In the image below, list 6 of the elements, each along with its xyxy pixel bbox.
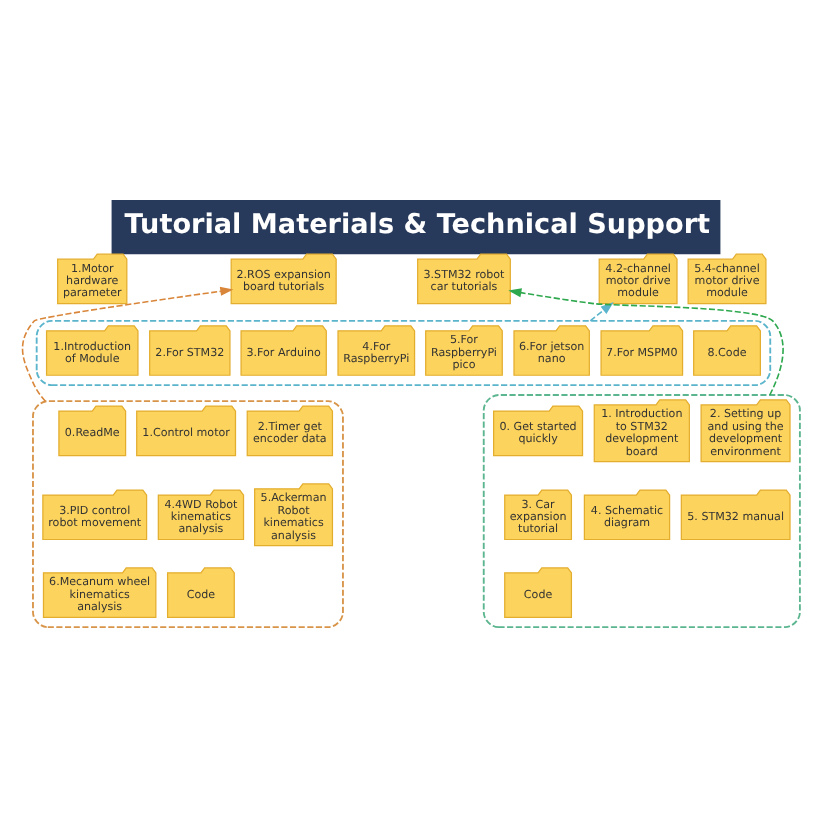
arrow [21,286,234,402]
arrow [589,302,614,322]
cluster [32,400,344,629]
diagram-title: Tutorial Materials & Technical Support [124,208,711,241]
cluster [482,394,801,629]
cluster [35,320,772,387]
